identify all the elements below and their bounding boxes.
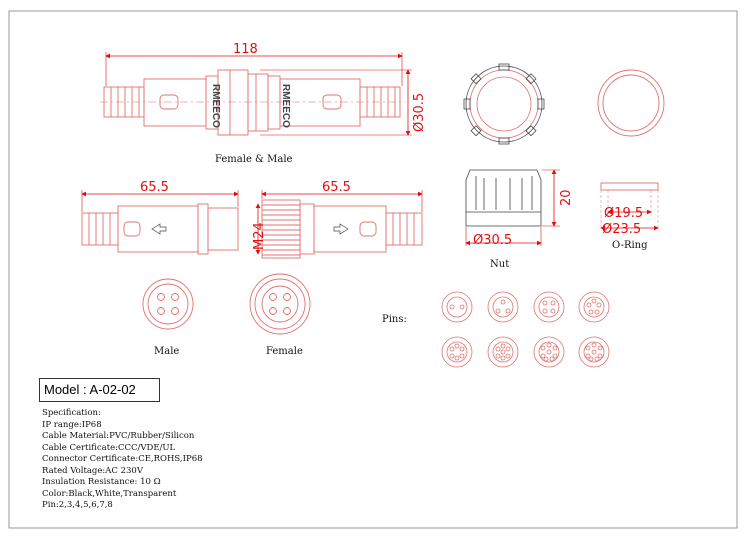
brand-mark-right: RMEECO — [280, 84, 291, 128]
model-box: Model : A-02-02 — [39, 378, 160, 402]
dimension-oring: Ø19.5 Ø23.5 — [600, 206, 659, 237]
pin-variant-3 — [487, 291, 519, 323]
nut-side-view — [465, 169, 542, 227]
dimension-thread: M24 — [252, 203, 267, 255]
dimension-nut-dia-text: Ø30.5 — [473, 233, 512, 248]
oring-top-view — [597, 69, 665, 137]
nut-top-view — [463, 63, 545, 145]
pin-variant-4 — [533, 291, 565, 323]
spec-line: Insulation Resistance: 10 Ω — [42, 477, 161, 487]
male-label: Male — [154, 346, 180, 357]
dimension-overall-dia: Ø30.5 — [260, 69, 427, 136]
male-face-view — [142, 278, 194, 330]
dimension-118-text: 118 — [233, 42, 258, 57]
dimension-thread-text: M24 — [252, 222, 267, 250]
assembly-view — [100, 69, 405, 136]
spec-line: Color:Black,White,Transparent — [42, 488, 177, 499]
dimension-oring-inner-text: Ø19.5 — [604, 206, 643, 221]
pin-variant-7 — [487, 336, 519, 368]
spec-line: Specification: — [42, 408, 101, 418]
dimension-dia-text: Ø30.5 — [412, 93, 427, 132]
pin-variant-5 — [578, 291, 610, 323]
dimension-overall-length: 118 — [105, 42, 403, 86]
spec-line: Cable Material:PVC/Rubber/Silicon — [42, 431, 195, 441]
pin-variant-6 — [441, 336, 473, 368]
dimension-left-text: 65.5 — [140, 180, 169, 195]
pin-variant-8b — [578, 336, 610, 368]
dimension-nut-height: 20 — [542, 169, 574, 227]
model-text: Model : A-02-02 — [44, 382, 136, 397]
dimension-left-half: 65.5 — [81, 180, 239, 212]
pins-label: Pins: — [382, 314, 407, 325]
assembly-label: Female & Male — [215, 154, 293, 165]
dimension-right-half: 65.5 — [261, 180, 423, 212]
exploded-view — [81, 199, 423, 259]
female-label: Female — [266, 346, 303, 357]
brand-mark-left: RMEECO — [210, 84, 221, 128]
drawing-frame — [8, 10, 738, 529]
dimension-nut-height-text: 20 — [559, 189, 574, 206]
oring-label: O-Ring — [612, 240, 648, 251]
pin-variant-2 — [441, 291, 473, 323]
spec-line: Pin:2,3,4,5,6,7,8 — [42, 500, 113, 510]
dimension-nut-dia: Ø30.5 — [465, 227, 542, 248]
spec-line: IP range:IP68 — [42, 419, 102, 430]
spec-line: Connector Certificate:CE,ROHS,IP68 — [42, 454, 203, 464]
specification-block: Specification: IP range:IP68 Cable Mater… — [42, 408, 203, 512]
nut-label: Nut — [490, 259, 510, 270]
pin-variant-8a — [533, 336, 565, 368]
spec-line: Cable Certificate:CCC/VDE/UL — [42, 442, 176, 453]
female-face-view — [249, 273, 311, 335]
spec-line: Rated Voltage:AC 230V — [42, 465, 143, 476]
dimension-oring-outer-text: Ø23.5 — [602, 222, 641, 237]
dimension-right-text: 65.5 — [322, 180, 351, 195]
